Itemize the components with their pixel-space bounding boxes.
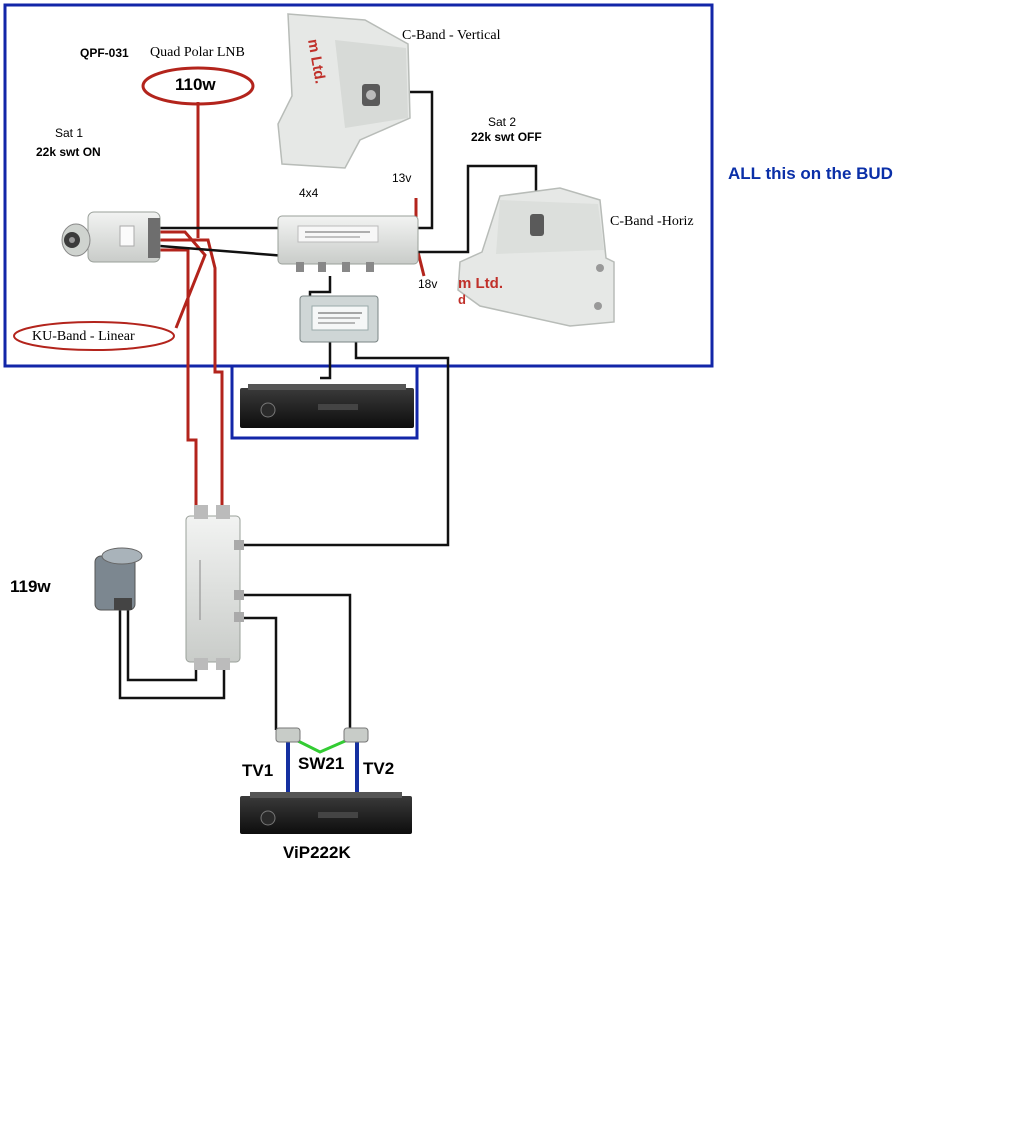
ku-band-linear-label: KU-Band - Linear xyxy=(32,329,135,344)
c-band-vertical-label: C-Band - Vertical xyxy=(402,28,501,43)
quad-polar-lnb-icon xyxy=(61,211,161,263)
c-band-horiz-label: C-Band -Horiz xyxy=(610,214,694,229)
voltage-13v-label: 13v xyxy=(392,171,412,185)
small-switch-icon xyxy=(299,295,379,343)
tv1-label: TV1 xyxy=(242,761,274,780)
diplexer-icon xyxy=(185,505,244,670)
multiswitch-4x4-icon xyxy=(277,215,419,272)
sat2-switch-label: 22k swt OFF xyxy=(471,130,542,144)
c-band-vertical-lnb-icon: m Ltd. xyxy=(277,13,411,169)
c-band-horizontal-lnb-icon: m Ltd. d xyxy=(457,187,615,327)
sat2-title: Sat 2 xyxy=(488,115,517,129)
sat1-title: Sat 1 xyxy=(55,126,84,140)
svg-text:m Ltd.: m Ltd. xyxy=(458,275,503,292)
qpf-model-label: QPF-031 xyxy=(80,46,129,60)
red-coax-lines xyxy=(160,102,426,518)
bud-note-label: ALL this on the BUD xyxy=(728,164,893,183)
tv-blue-lines xyxy=(286,740,359,800)
quad-polar-lnb-label: Quad Polar LNB xyxy=(150,45,245,60)
vip222k-receiver-icon xyxy=(240,792,412,834)
dish-lnb-119w-icon xyxy=(94,547,143,611)
sw21-green-lines xyxy=(291,736,353,754)
sat-110w-label: 110w xyxy=(175,75,216,94)
svg-text:d: d xyxy=(458,292,466,307)
ku-band-ellipse xyxy=(13,321,175,351)
receiver-icon xyxy=(240,384,414,428)
sat-119w-label: 119w xyxy=(10,577,51,596)
sw21-connector-icon xyxy=(275,727,369,743)
voltage-18v-label: 18v xyxy=(418,277,438,291)
multiswitch-4x4-label: 4x4 xyxy=(299,186,319,200)
sat1-switch-label: 22k swt ON xyxy=(36,145,101,159)
sw21-label: SW21 xyxy=(298,754,345,773)
receiver-model-label: ViP222K xyxy=(283,843,351,862)
tv2-label: TV2 xyxy=(363,759,395,778)
sat-110w-ellipse xyxy=(141,66,255,106)
bud-border xyxy=(3,3,714,440)
